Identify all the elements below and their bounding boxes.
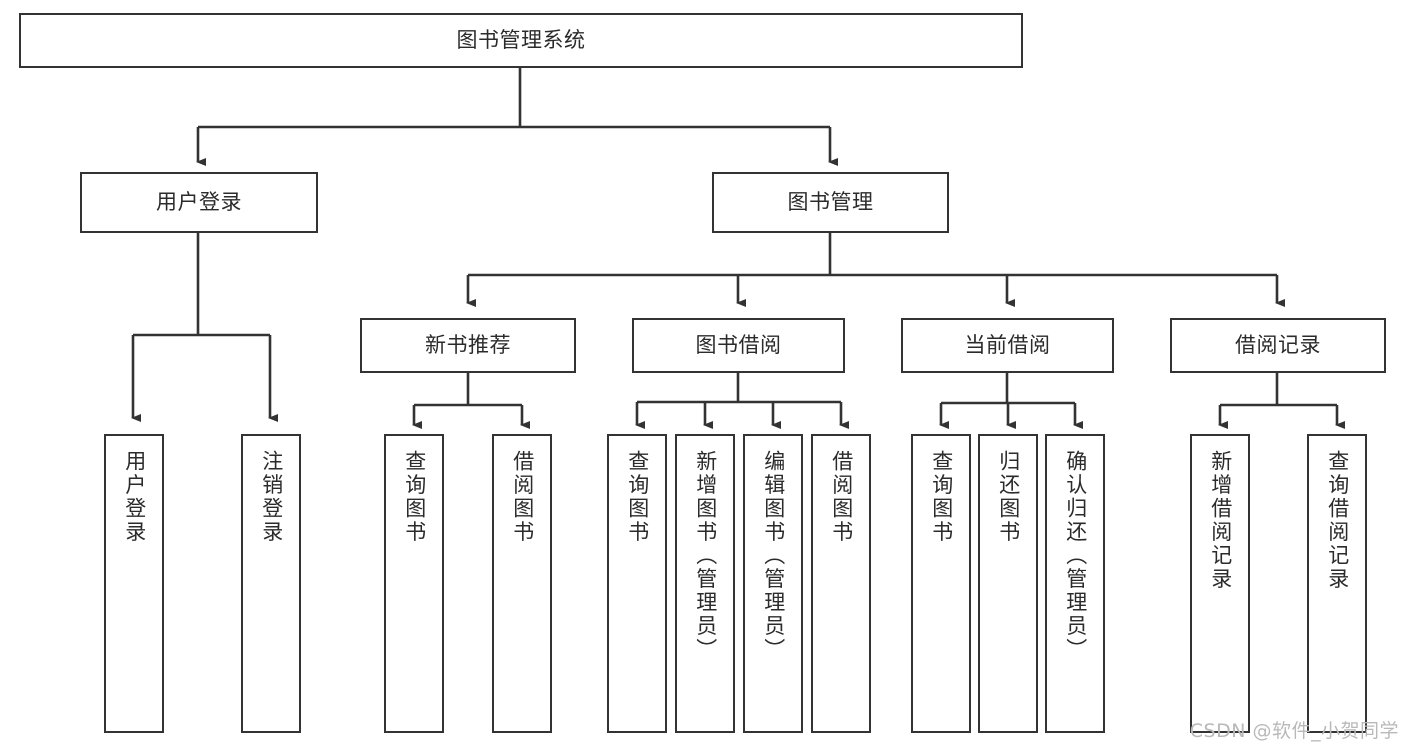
- node-leaf-query-book-b[interactable]: 查询图书: [607, 434, 667, 733]
- node-leaf-edit-book-label: 编辑图书（管理员）: [761, 450, 786, 662]
- node-leaf-query-book-b-label: 查询图书: [625, 450, 650, 544]
- node-leaf-add-record-label: 新增借阅记录: [1208, 450, 1233, 591]
- node-leaf-query-book-c[interactable]: 查询图书: [911, 434, 971, 733]
- node-user-login[interactable]: 用户登录: [80, 172, 318, 233]
- node-leaf-query-book-a-label: 查询图书: [402, 450, 427, 544]
- watermark-text: CSDN @软件_小贺同学: [1189, 720, 1399, 742]
- node-new-book-recommend[interactable]: 新书推荐: [360, 318, 576, 373]
- node-user-login-label: 用户登录: [156, 190, 242, 215]
- node-leaf-query-record-label: 查询借阅记录: [1325, 450, 1350, 591]
- node-leaf-query-record[interactable]: 查询借阅记录: [1307, 434, 1367, 733]
- node-leaf-query-book-c-label: 查询图书: [929, 450, 954, 544]
- node-leaf-confirm-return[interactable]: 确认归还（管理员）: [1045, 434, 1105, 733]
- node-new-book-recommend-label: 新书推荐: [425, 333, 511, 358]
- node-current-borrow-label: 当前借阅: [964, 333, 1051, 358]
- node-book-management-label: 图书管理: [787, 190, 874, 215]
- node-leaf-add-book-label: 新增图书（管理员）: [693, 450, 718, 662]
- node-root[interactable]: 图书管理系统: [19, 13, 1023, 68]
- node-leaf-logout-label: 注销登录: [259, 450, 284, 544]
- node-leaf-return-book-label: 归还图书: [996, 450, 1021, 544]
- node-book-management[interactable]: 图书管理: [712, 172, 949, 233]
- node-leaf-confirm-return-label: 确认归还（管理员）: [1063, 450, 1088, 662]
- node-root-label: 图书管理系统: [456, 28, 586, 53]
- node-leaf-borrow-book-b[interactable]: 借阅图书: [811, 434, 871, 733]
- node-leaf-borrow-book-a[interactable]: 借阅图书: [492, 434, 552, 733]
- node-leaf-return-book[interactable]: 归还图书: [978, 434, 1038, 733]
- node-leaf-borrow-book-a-label: 借阅图书: [510, 450, 535, 544]
- node-book-borrow-label: 图书借阅: [695, 333, 782, 358]
- node-borrow-record[interactable]: 借阅记录: [1170, 318, 1386, 373]
- node-book-borrow[interactable]: 图书借阅: [632, 318, 845, 373]
- node-leaf-query-book-a[interactable]: 查询图书: [384, 434, 444, 733]
- node-leaf-add-book[interactable]: 新增图书（管理员）: [675, 434, 735, 733]
- node-leaf-borrow-book-b-label: 借阅图书: [829, 450, 854, 544]
- node-leaf-user-login[interactable]: 用户登录: [104, 434, 164, 733]
- node-borrow-record-label: 借阅记录: [1235, 333, 1321, 358]
- node-leaf-edit-book[interactable]: 编辑图书（管理员）: [743, 434, 803, 733]
- node-leaf-add-record[interactable]: 新增借阅记录: [1190, 434, 1250, 733]
- node-leaf-user-login-label: 用户登录: [122, 450, 147, 544]
- node-current-borrow[interactable]: 当前借阅: [901, 318, 1114, 373]
- node-leaf-logout[interactable]: 注销登录: [241, 434, 301, 733]
